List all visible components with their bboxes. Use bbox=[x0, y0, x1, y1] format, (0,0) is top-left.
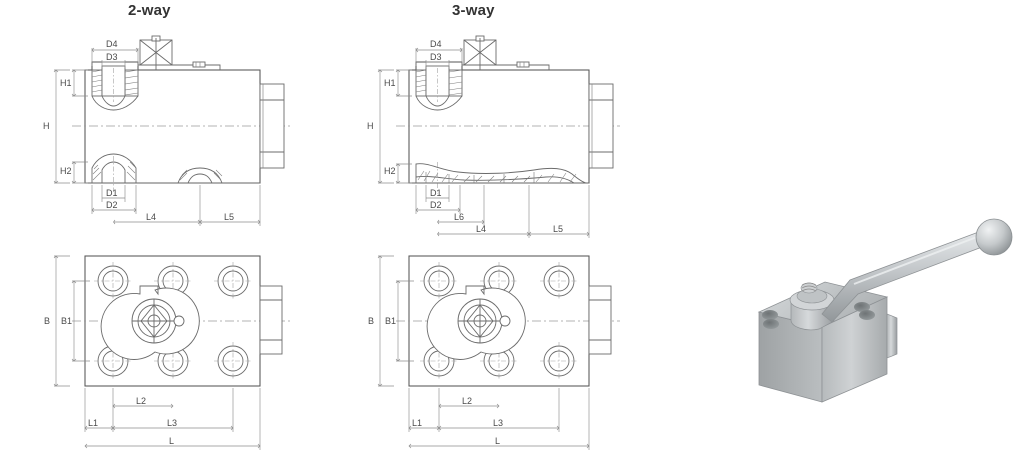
dim-d1-3way: D1 bbox=[425, 185, 450, 202]
dim-label: L5 bbox=[224, 212, 234, 222]
dim-d4-2way: D4 bbox=[91, 39, 139, 66]
dim-label: H bbox=[43, 121, 50, 131]
dim-d2-2way: D2 bbox=[91, 185, 137, 214]
dim-l5-2way: L5 bbox=[199, 185, 261, 226]
ball-valve-product-photo bbox=[757, 218, 1013, 403]
dim-b-3way: B bbox=[368, 255, 394, 387]
dim-d2-3way: D2 bbox=[415, 185, 461, 214]
dim-label: B bbox=[368, 316, 374, 326]
three-way-section-view: D4 D3 H1 H H2 D1 D2 bbox=[367, 35, 620, 238]
dim-label: B1 bbox=[61, 316, 72, 326]
dim-label: B bbox=[44, 316, 50, 326]
dim-label: H2 bbox=[60, 166, 72, 176]
dim-h1-3way: H1 bbox=[384, 69, 412, 97]
dim-l2-3way: L2 bbox=[438, 396, 500, 409]
dim-label: L4 bbox=[476, 224, 486, 234]
dim-h-3way: H bbox=[367, 69, 394, 184]
dim-label: L4 bbox=[146, 212, 156, 222]
dim-label: H1 bbox=[384, 78, 396, 88]
dim-label: D4 bbox=[430, 39, 442, 49]
view-title-3way: 3-way bbox=[452, 2, 495, 19]
dim-l4-2way: L4 bbox=[113, 185, 201, 226]
dim-l1-3way: L1 bbox=[408, 388, 440, 432]
dim-label: H1 bbox=[60, 78, 72, 88]
dim-h1-2way: H1 bbox=[60, 69, 88, 97]
dim-b1-3way: B1 bbox=[385, 280, 414, 362]
dim-b1-2way: B1 bbox=[61, 280, 90, 362]
three-way-plan-view: B B1 L1 L2 L3 L bbox=[368, 255, 620, 450]
dim-label: L6 bbox=[454, 212, 464, 222]
dim-l-2way: L bbox=[84, 388, 261, 450]
valve-handle-knob bbox=[975, 218, 1013, 256]
dim-label: L3 bbox=[167, 418, 177, 428]
dim-label: L2 bbox=[136, 396, 146, 406]
dim-d3-3way: D3 bbox=[425, 52, 450, 68]
bolt-hole-group bbox=[762, 302, 875, 329]
dim-label: D3 bbox=[106, 52, 118, 62]
dim-label: D2 bbox=[430, 200, 442, 210]
dim-label: L bbox=[169, 436, 174, 446]
dim-label: L5 bbox=[553, 224, 563, 234]
two-way-section-view: D4 D3 H1 H H2 D1 bbox=[43, 35, 292, 226]
dim-l1-2way: L1 bbox=[84, 388, 114, 432]
dim-label: L3 bbox=[493, 418, 503, 428]
dim-label: D1 bbox=[430, 188, 442, 198]
dim-label: H bbox=[367, 121, 374, 131]
view-title-2way: 2-way bbox=[128, 2, 171, 19]
dim-l6-3way: L6 bbox=[437, 185, 485, 226]
dim-label: L bbox=[495, 436, 500, 446]
dim-d1-2way: D1 bbox=[101, 185, 126, 202]
dim-l5-3way: L5 bbox=[528, 185, 590, 238]
dim-l2-2way: L2 bbox=[112, 396, 174, 409]
two-way-plan-view: B B1 L1 L2 L3 L bbox=[44, 255, 292, 450]
dim-label: L1 bbox=[412, 418, 422, 428]
dim-l-3way: L bbox=[408, 388, 590, 450]
dim-b-2way: B bbox=[44, 255, 70, 387]
dim-l4-3way: L4 bbox=[437, 185, 530, 238]
dim-l3-2way: L3 bbox=[112, 388, 234, 432]
dim-label: D3 bbox=[430, 52, 442, 62]
dim-h2-2way: H2 bbox=[60, 161, 88, 184]
dim-label: H2 bbox=[384, 166, 396, 176]
valve-side-port bbox=[886, 313, 898, 359]
dim-d3-2way: D3 bbox=[101, 52, 126, 68]
bolt-hole-group bbox=[420, 262, 578, 380]
dim-label: D1 bbox=[106, 188, 118, 198]
bolt-hole-group bbox=[94, 262, 252, 380]
dim-d4-3way: D4 bbox=[415, 39, 463, 66]
dim-label: D4 bbox=[106, 39, 118, 49]
valve-stem-detail bbox=[426, 285, 526, 360]
valve-stem-detail bbox=[100, 285, 200, 360]
dim-h2-3way: H2 bbox=[384, 163, 412, 184]
dim-label: B1 bbox=[385, 316, 396, 326]
dim-label: L2 bbox=[462, 396, 472, 406]
dim-label: L1 bbox=[88, 418, 98, 428]
dim-l3-3way: L3 bbox=[438, 388, 560, 432]
dim-label: D2 bbox=[106, 200, 118, 210]
dim-h-2way: H bbox=[43, 69, 70, 184]
